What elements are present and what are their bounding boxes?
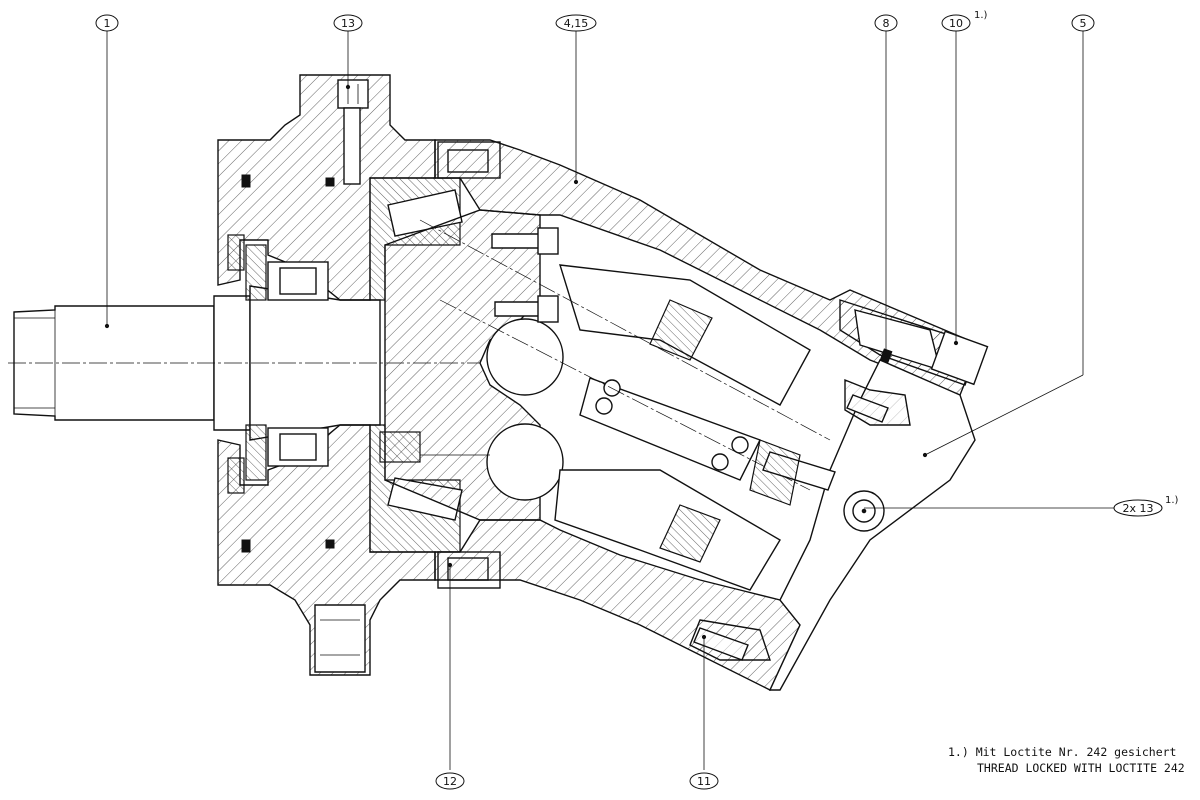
callout-2x13-footnote: 1.) — [1165, 495, 1179, 506]
callout-5-label: 5 — [1080, 17, 1087, 30]
callout-2x13-label: 2x 13 — [1122, 502, 1153, 515]
footnote: 1.) Mit Loctite Nr. 242 gesichert THREAD… — [948, 745, 1185, 775]
callout-12-label: 12 — [443, 775, 457, 788]
callout-13: 13 — [333, 14, 363, 32]
leader-lines — [104, 31, 1115, 770]
callout-12: 12 — [435, 772, 465, 790]
callout-10-label: 10 — [949, 17, 963, 30]
callout-11: 11 — [689, 772, 719, 790]
callout-4-15-label: 4,15 — [564, 17, 589, 30]
end-cap — [689, 299, 989, 691]
footnote-line-english: THREAD LOCKED WITH LOCTITE 242 — [977, 761, 1185, 775]
callout-5: 5 — [1071, 14, 1095, 32]
callout-4-15: 4,15 — [555, 14, 597, 32]
cylinder-block — [379, 209, 564, 521]
callout-8-label: 8 — [883, 17, 890, 30]
callout-1-label: 1 — [104, 17, 111, 30]
callout-2x13: 2x 13 1.) — [1113, 495, 1179, 517]
callout-10: 10 1.) — [941, 10, 988, 32]
front-housing — [217, 74, 436, 676]
footnote-line-german: 1.) Mit Loctite Nr. 242 gesichert — [948, 745, 1176, 759]
callout-8: 8 — [874, 14, 898, 32]
callout-10-footnote: 1.) — [974, 10, 988, 21]
callout-1: 1 — [95, 14, 119, 32]
callout-13-label: 13 — [341, 17, 355, 30]
callout-11-label: 11 — [697, 775, 711, 788]
